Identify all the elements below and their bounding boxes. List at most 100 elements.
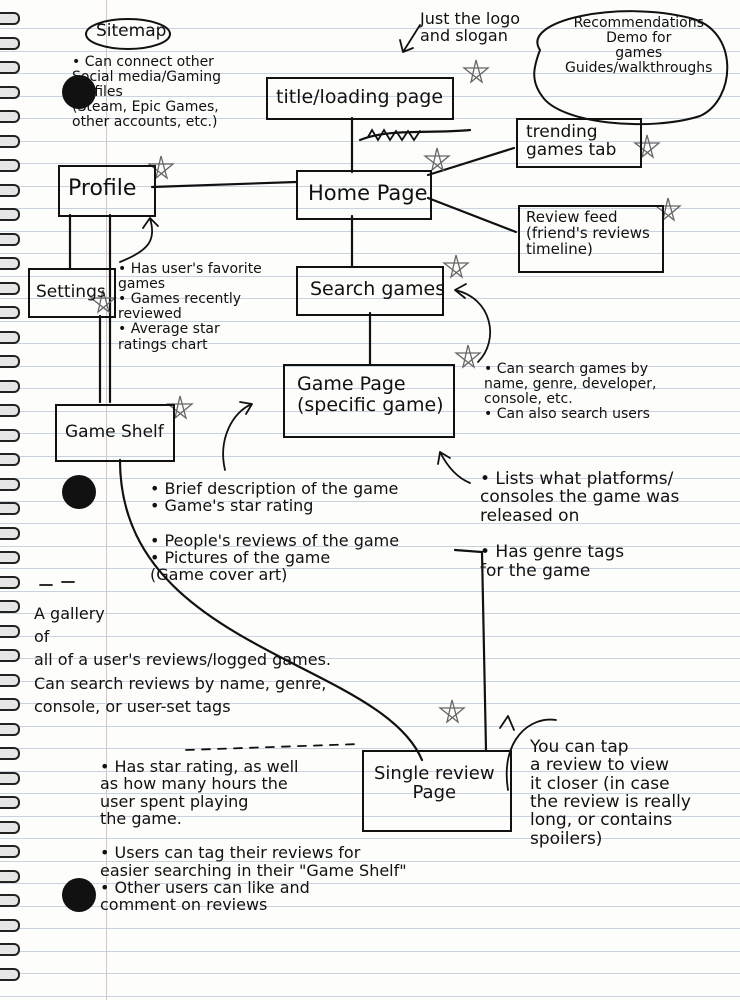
ruled-line <box>0 928 740 929</box>
spiral-ring <box>0 331 20 344</box>
game-shelf-note: A gallery of all of a user's reviews/log… <box>34 604 331 716</box>
spiral-ring <box>0 772 20 785</box>
spiral-ring <box>0 429 20 442</box>
connector-shelf-review <box>118 458 424 762</box>
star-mark <box>166 395 194 420</box>
spiral-ring <box>0 355 20 368</box>
dash-line-1 <box>39 581 75 586</box>
spiral-ring <box>0 551 20 564</box>
ruled-line <box>0 523 740 524</box>
ruled-line <box>0 793 740 794</box>
punch-hole <box>62 878 96 912</box>
spiral-ring <box>0 257 20 270</box>
game-page-label: Game Page (specific game) <box>297 373 444 416</box>
spiral-ring <box>0 502 20 515</box>
arrow-game-note <box>222 401 253 471</box>
ruled-line <box>0 366 740 367</box>
ruled-line <box>0 726 740 727</box>
star-mark <box>454 344 482 369</box>
ruled-line <box>0 838 740 839</box>
ruled-line <box>0 861 740 862</box>
ruled-line <box>0 51 740 52</box>
arrow-tap-note <box>499 715 557 791</box>
star-mark <box>633 134 661 159</box>
connector-home-reviewfeed <box>426 196 518 234</box>
connector-home-trending <box>426 146 516 177</box>
spiral-ring <box>0 380 20 393</box>
ruled-line <box>0 951 740 952</box>
search-games-label: Search games <box>310 278 446 300</box>
ruled-line <box>0 231 740 232</box>
game-page-node: Game Page (specific game) <box>283 364 455 438</box>
ruled-line <box>0 748 740 749</box>
ruled-line <box>0 703 740 704</box>
profile-node: Profile <box>58 165 156 217</box>
ruled-line <box>0 141 740 142</box>
star-mark <box>147 155 175 180</box>
spiral-ring <box>0 61 20 74</box>
ruled-line <box>0 613 740 614</box>
ruled-line <box>0 456 740 457</box>
spiral-ring <box>0 649 20 662</box>
ruled-line <box>0 186 740 187</box>
margin-line <box>106 0 107 1000</box>
spiral-ring <box>0 796 20 809</box>
spiral-ring <box>0 478 20 491</box>
arrow-search-note <box>454 283 492 363</box>
profile-social-note: • Can connect other Social media/Gaming … <box>72 54 221 131</box>
spiral-ring <box>0 306 20 319</box>
spiral-ring <box>0 943 20 956</box>
ruled-line <box>0 276 740 277</box>
punch-hole <box>62 75 96 109</box>
spiral-ring <box>0 576 20 589</box>
punch-hole <box>62 475 96 509</box>
spiral-ring <box>0 747 20 760</box>
connector-home-profile <box>150 180 298 189</box>
spiral-ring <box>0 12 20 25</box>
spiral-ring <box>0 625 20 638</box>
spiral-ring <box>0 845 20 858</box>
ruled-line <box>0 636 740 637</box>
ruled-line <box>0 28 740 29</box>
settings-node: Settings <box>28 268 116 318</box>
title-loading-page-node: title/loading page <box>266 77 454 120</box>
ruled-line <box>0 298 740 299</box>
spiral-ring <box>0 404 20 417</box>
star-mark <box>462 59 490 84</box>
review-details-note: • Has star rating, as well as how many h… <box>100 757 407 915</box>
ruled-line <box>0 411 740 412</box>
review-feed-node: Review feed (friend's reviews timeline) <box>518 205 664 273</box>
ruled-line <box>0 996 740 997</box>
star-mark <box>442 254 470 279</box>
single-review-page-label: Single review Page <box>374 763 495 804</box>
ruled-line <box>0 591 740 592</box>
recommendations-bubble <box>533 10 729 126</box>
spiral-ring <box>0 110 20 123</box>
ruled-line <box>0 546 740 547</box>
ruled-line <box>0 771 740 772</box>
ruled-line <box>0 681 740 682</box>
ruled-line <box>0 973 740 974</box>
arrow-platform-note <box>437 451 471 484</box>
spiral-ring <box>0 159 20 172</box>
settings-label: Settings <box>36 282 106 302</box>
home-page-label: Home Page <box>308 181 428 205</box>
ruled-line <box>0 816 740 817</box>
ruled-line <box>0 208 740 209</box>
ruled-line <box>0 478 740 479</box>
spiral-ring <box>0 674 20 687</box>
spiral-ring <box>0 894 20 907</box>
search-info-note: • Can search games by name, genre, devel… <box>484 361 657 423</box>
connector-game-review <box>453 548 488 752</box>
spiral-ring <box>0 135 20 148</box>
game-shelf-label: Game Shelf <box>65 422 164 442</box>
review-feed-label: Review feed (friend's reviews timeline) <box>526 208 650 259</box>
spiral-ring <box>0 600 20 613</box>
sitemap-title-oval <box>85 18 171 50</box>
ruled-line <box>0 433 740 434</box>
trending-games-tab-node: trending games tab <box>516 118 642 168</box>
platforms-note: • Lists what platforms/ consoles the gam… <box>480 469 680 581</box>
ruled-line <box>0 253 740 254</box>
